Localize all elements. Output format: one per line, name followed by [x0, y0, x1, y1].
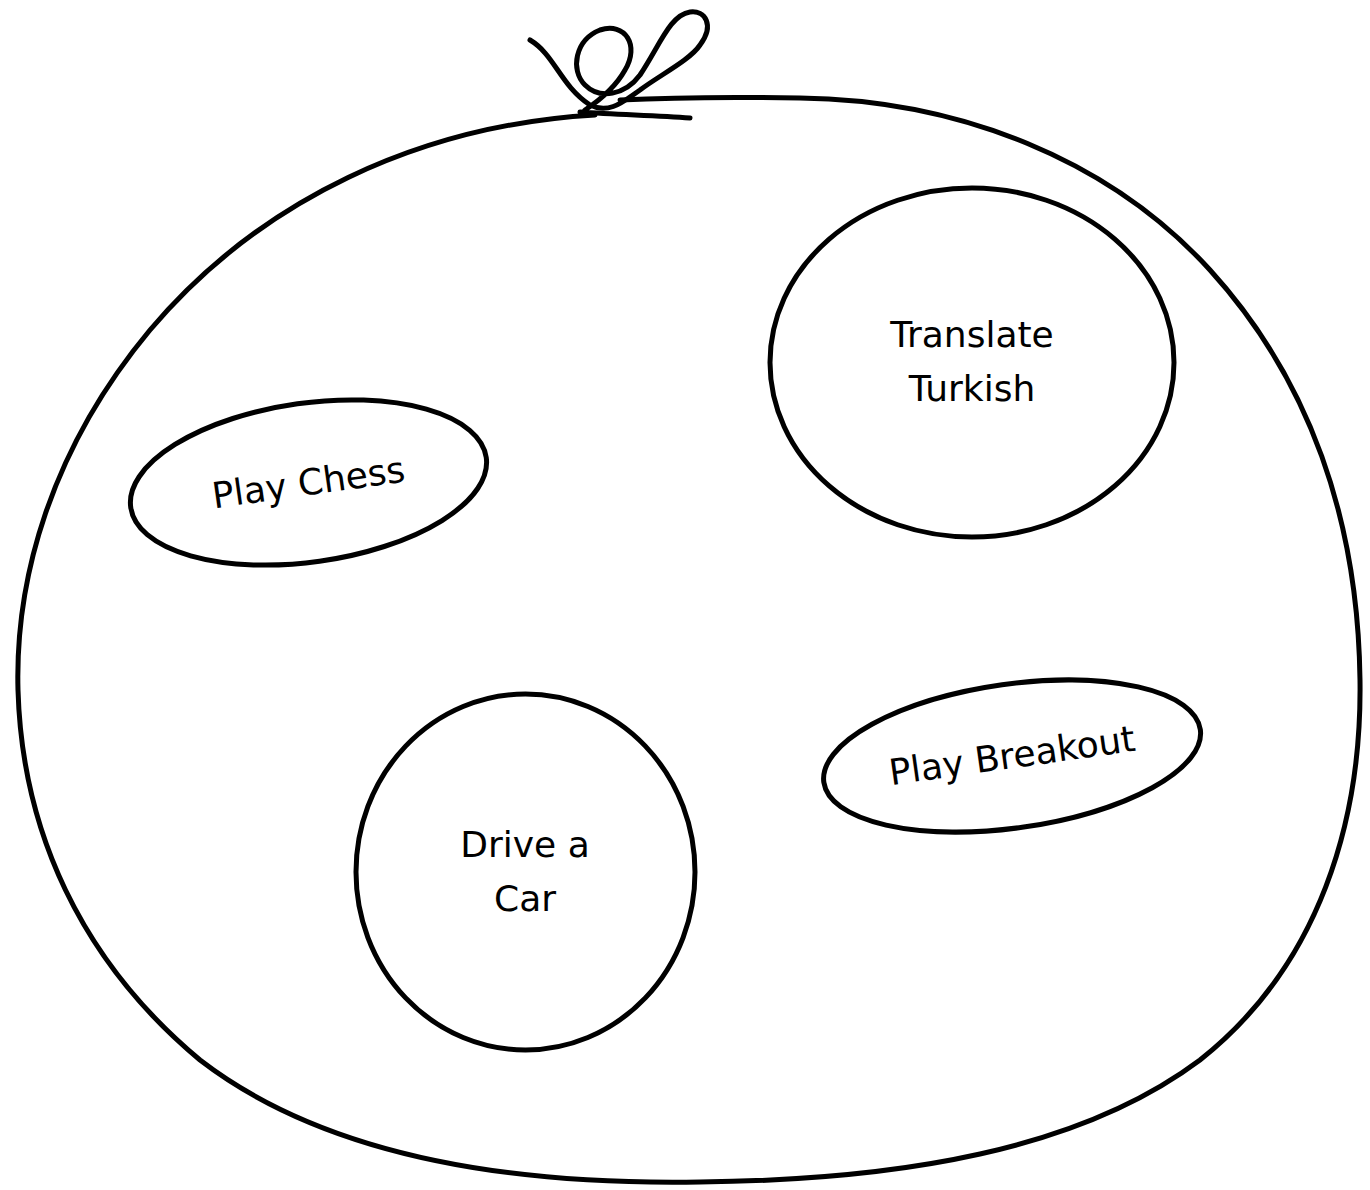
ability-label: Translate Turkish [842, 308, 1102, 416]
ability-label: Drive a Car [425, 818, 625, 926]
ability-blob: Translate Turkish [767, 185, 1177, 540]
blob-ellipse [119, 378, 497, 585]
blob-ellipse [770, 188, 1174, 537]
blob-ellipse [814, 658, 1211, 854]
blob-outline [353, 691, 698, 1053]
sack-outline [18, 97, 1360, 1182]
ability-blob: Play Breakout [810, 655, 1213, 857]
blob-outline [767, 185, 1177, 540]
ability-blob: Drive a Car [353, 691, 698, 1053]
blob-ellipse [356, 694, 695, 1050]
sack-tie [530, 12, 707, 118]
ability-blob: Play Chess [116, 375, 500, 589]
